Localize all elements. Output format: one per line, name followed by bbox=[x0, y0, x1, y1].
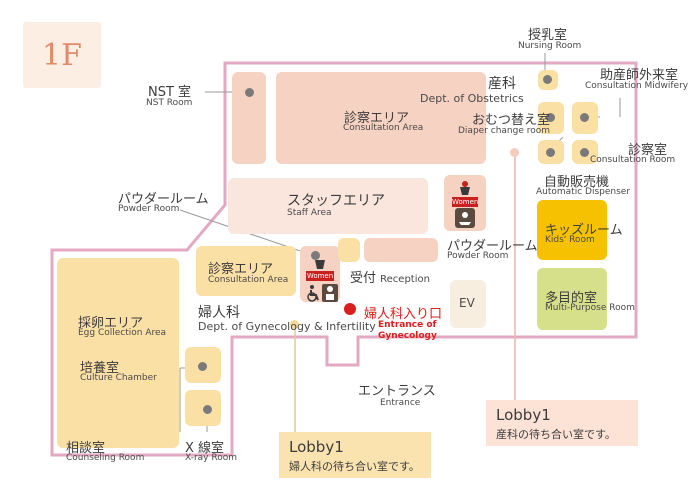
consultation-area-mid-shape bbox=[196, 246, 296, 296]
gyn-entrance-label-en-2: Gynecology bbox=[378, 331, 437, 341]
powder-room-left-label: パウダールーム bbox=[118, 192, 209, 207]
consultation-area-top-label-en: Consultation Area bbox=[343, 123, 424, 133]
egg-area-label: 採卵エリア bbox=[78, 316, 144, 331]
nst-room-label-en: NST Room bbox=[146, 98, 193, 108]
entrance-label-en: Entrance bbox=[380, 398, 421, 408]
powder-room-right-label-en: Powder Room bbox=[447, 251, 509, 261]
counseling-label-en: Counseling Room bbox=[66, 453, 145, 463]
consultation-area-top-label: 診察エリア bbox=[344, 111, 410, 126]
powder-dot bbox=[311, 251, 320, 260]
lobby-obstetrics-box: Lobby1 産科の待ち合い室です。 bbox=[486, 400, 638, 446]
floor-label: 1F bbox=[42, 37, 82, 73]
powder-room-left-label-en: Powder Room bbox=[118, 204, 180, 214]
multipurpose-label: 多目的室 bbox=[545, 291, 598, 306]
nst-room-shape bbox=[232, 72, 266, 164]
egg-area-shape bbox=[57, 258, 179, 448]
consultation-room-label-en: Consultation Room bbox=[590, 155, 676, 165]
kids-room-label-en: Kids' Room bbox=[545, 235, 595, 245]
midwifery-label-en: Consultation Midwifery bbox=[585, 81, 689, 91]
baby-changing-icon-left bbox=[322, 284, 338, 302]
culture-dot bbox=[198, 362, 207, 371]
vending-label: 自動販売機 bbox=[544, 175, 610, 190]
consult-dot-2 bbox=[580, 148, 589, 157]
culture-label: 培養室 bbox=[80, 361, 120, 376]
gynecology-label-en: Dept. of Gynecology & Infertility bbox=[198, 320, 376, 333]
baby-changing-icon bbox=[455, 208, 475, 228]
diaper-room-label: おむつ替え室 bbox=[472, 113, 551, 128]
vending-label-en: Automatic Dispenser bbox=[536, 187, 631, 197]
lobby-gynecology-title: Lobby1 bbox=[289, 438, 344, 456]
reception-label-en: Reception bbox=[380, 274, 430, 285]
reception-label-jp: 受付 bbox=[350, 271, 377, 286]
diaper-dot bbox=[546, 113, 555, 122]
counseling-label: 相談室 bbox=[66, 441, 106, 456]
xray-label: X 線室 bbox=[185, 441, 225, 456]
nst-dot bbox=[245, 88, 254, 97]
diaper-room-label-en: Diaper change room bbox=[458, 126, 551, 136]
xray-label-en: X-ray Room bbox=[185, 453, 237, 463]
lobby-gynecology-box: Lobby1 婦人科の待ち合い室です。 bbox=[279, 432, 431, 478]
consultation-room-label: 診察室 bbox=[628, 143, 668, 158]
wheelchair-icon bbox=[304, 284, 322, 302]
xray-dot bbox=[203, 405, 212, 414]
gyn-entrance-label-en-1: Entrance of bbox=[378, 320, 437, 330]
multipurpose-label-en: Multi-Purpose Room bbox=[545, 303, 635, 313]
staff-area-shape bbox=[228, 178, 428, 234]
women-badge-left: Women bbox=[306, 271, 334, 281]
gyn-entrance-label: 婦人科入り口 bbox=[364, 307, 443, 322]
entrance-label: エントランス bbox=[358, 384, 436, 399]
midwifery-dot bbox=[580, 113, 589, 122]
lobby-obstetrics-desc: 産科の待ち合い室です。 bbox=[496, 428, 616, 441]
multipurpose-room-shape bbox=[537, 268, 607, 330]
restroom-icon bbox=[454, 180, 476, 196]
staff-area-label: スタッフエリア bbox=[287, 193, 385, 209]
lobby-obs-dot bbox=[510, 148, 519, 157]
nst-room-label: NST 室 bbox=[148, 85, 192, 100]
consultation-area-top-shape bbox=[276, 72, 486, 164]
consultation-area-mid-label: 診察エリア bbox=[208, 262, 274, 277]
women-badge-right: Women bbox=[452, 197, 479, 207]
nursing-dot bbox=[543, 75, 552, 84]
staff-area-label-en: Staff Area bbox=[287, 208, 332, 218]
kids-room-shape bbox=[537, 200, 607, 260]
kids-room-label: キッズルーム bbox=[545, 223, 623, 238]
lobby-gyn-dot bbox=[290, 320, 299, 329]
consult-dot-1 bbox=[546, 148, 555, 157]
lobby-gynecology-desc: 婦人科の待ち合い室です。 bbox=[289, 460, 420, 473]
entrance-marker-icon bbox=[344, 303, 356, 315]
egg-area-label-en: Egg Collection Area bbox=[78, 328, 167, 338]
obstetrics-label: 産科 bbox=[488, 76, 516, 92]
obstetrics-label-en: Dept. of Obstetrics bbox=[420, 92, 524, 105]
nursing-room-label: 授乳室 bbox=[528, 28, 568, 43]
reception-desk-shape bbox=[338, 238, 360, 262]
lobby-obstetrics-title: Lobby1 bbox=[496, 406, 551, 424]
restroom-icon-left bbox=[309, 254, 331, 270]
reception-label: 受付 Reception bbox=[350, 267, 430, 286]
powder-room-right-label: パウダールーム bbox=[447, 239, 538, 254]
ev-label: EV bbox=[459, 296, 475, 310]
ev-shape bbox=[450, 280, 486, 328]
culture-label-en: Culture Chamber bbox=[80, 373, 157, 383]
gynecology-label: 婦人科 bbox=[198, 305, 240, 321]
consultation-area-mid-label-en: Consultation Area bbox=[208, 275, 289, 285]
reception-counter-shape bbox=[364, 238, 438, 262]
floor-badge: 1F bbox=[23, 22, 101, 88]
nursing-room-label-en: Nursing Room bbox=[518, 41, 582, 51]
midwifery-label: 助産師外来室 bbox=[600, 68, 679, 83]
